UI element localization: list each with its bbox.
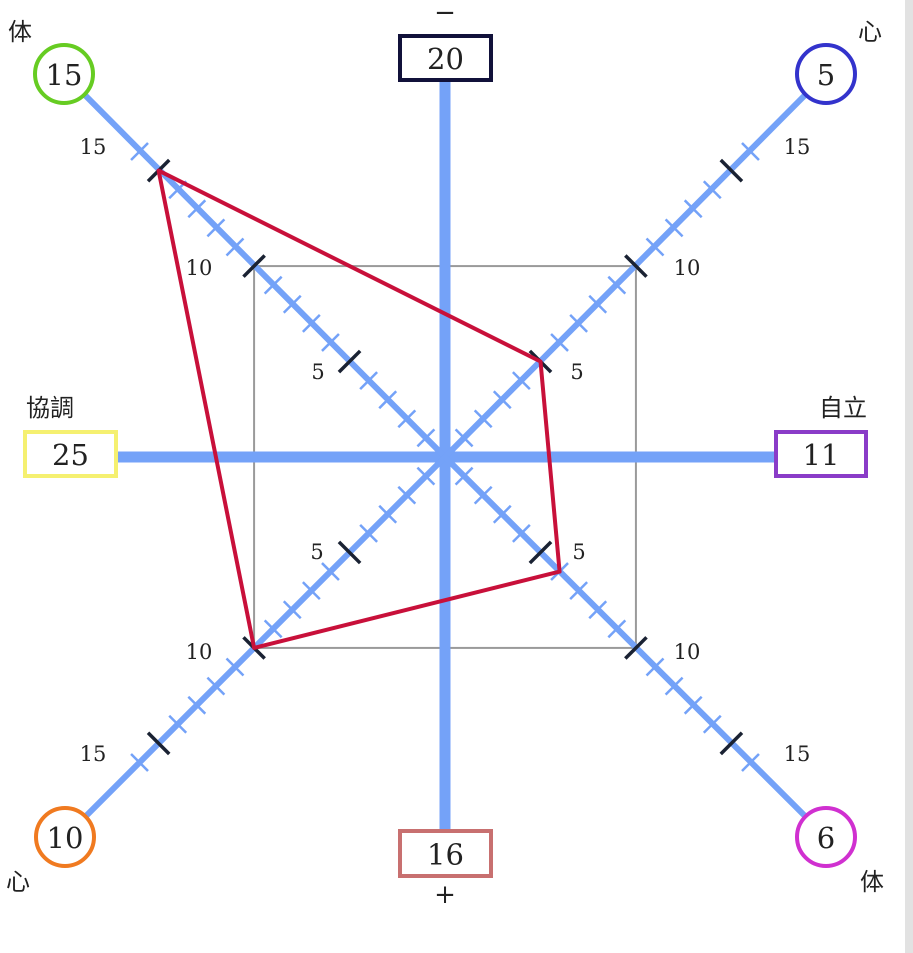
minor-tick [321,562,340,581]
minor-tick [607,275,627,295]
minor-tick [550,333,569,352]
minor-tick [206,218,226,238]
minor-tick [473,409,493,429]
scale-label-15: 15 [80,742,107,766]
axis-label-left: 協調 [26,394,74,422]
minor-tick [225,237,245,257]
minor-tick [664,218,684,238]
minor-tick [397,409,417,429]
sign-label-top: − [434,0,456,28]
value-circle-bottom-left [34,806,96,868]
value-right: 11 [803,438,840,472]
minor-tick [321,333,340,352]
value-box-right [774,430,868,478]
value-circle-top-left [33,43,95,105]
scale-label-15: 15 [784,135,811,159]
scroll-edge [905,0,913,953]
axis-label-top-left: 体 [8,18,32,46]
value-bottom-right: 6 [817,821,835,855]
scale-label-5: 5 [572,540,585,564]
minor-tick [378,504,398,524]
value-bottom-left: 10 [47,821,84,855]
scale-label-5: 5 [311,360,324,384]
major-tick [146,731,171,756]
scale-label-10: 10 [186,640,213,664]
major-tick [719,158,744,183]
minor-tick [492,504,512,524]
value-top-left: 15 [46,58,83,92]
minor-tick [588,600,608,620]
minor-tick [359,371,379,391]
major-tick [719,731,744,756]
scale-label-15: 15 [80,135,107,159]
minor-tick [206,676,226,696]
minor-tick [263,275,283,295]
minor-tick [282,600,302,620]
scale-label-5: 5 [310,540,323,564]
minor-tick [645,657,665,677]
scale-label-10: 10 [186,256,213,280]
minor-tick [569,581,589,601]
minor-tick [301,581,321,601]
minor-tick [511,523,531,543]
minor-tick [702,714,722,734]
value-top: 20 [427,42,464,76]
minor-tick [263,619,283,639]
data-polygon [156,168,562,650]
value-left: 25 [52,438,89,472]
major-tick [337,540,362,565]
minor-tick [702,180,722,200]
minor-tick [607,619,627,639]
major-tick [624,636,648,660]
minor-tick [187,695,207,715]
minor-tick [416,428,436,448]
scale-label-15: 15 [784,742,811,766]
major-tick [337,349,362,374]
sign-label-bottom: + [434,880,456,910]
value-box-bottom [398,829,493,878]
axis-label-bottom-right: 体 [860,868,884,896]
value-top-right: 5 [817,58,835,92]
value-bottom: 16 [427,838,464,872]
minor-tick [683,199,703,219]
major-tick [528,540,553,565]
minor-tick [741,753,760,772]
minor-tick [683,695,703,715]
minor-tick [378,390,398,410]
minor-tick [454,466,474,486]
major-tick [242,254,266,278]
scale-label-5: 5 [570,360,583,384]
minor-tick [187,199,207,219]
minor-tick [511,371,531,391]
axis-label-bottom-left: 心 [6,868,30,896]
minor-tick [359,523,379,543]
minor-tick [130,753,149,772]
value-circle-bottom-right [795,806,857,868]
value-box-left [23,430,118,478]
minor-tick [492,390,512,410]
minor-tick [416,466,436,486]
major-tick [624,254,648,278]
minor-tick [130,142,149,161]
value-circle-top-right [795,43,857,105]
axis-label-top-right: 心 [858,18,882,46]
axis-label-right: 自立 [819,394,867,422]
minor-tick [588,294,608,314]
value-box-top [398,34,493,82]
minor-tick [282,294,302,314]
scale-label-10: 10 [674,640,701,664]
minor-tick [569,313,589,333]
minor-tick [225,657,245,677]
minor-tick [454,428,474,448]
minor-tick [473,485,493,505]
minor-tick [645,237,665,257]
minor-tick [741,142,760,161]
minor-tick [397,485,417,505]
minor-tick [301,313,321,333]
minor-tick [664,676,684,696]
scale-label-10: 10 [674,256,701,280]
minor-tick [168,714,188,734]
